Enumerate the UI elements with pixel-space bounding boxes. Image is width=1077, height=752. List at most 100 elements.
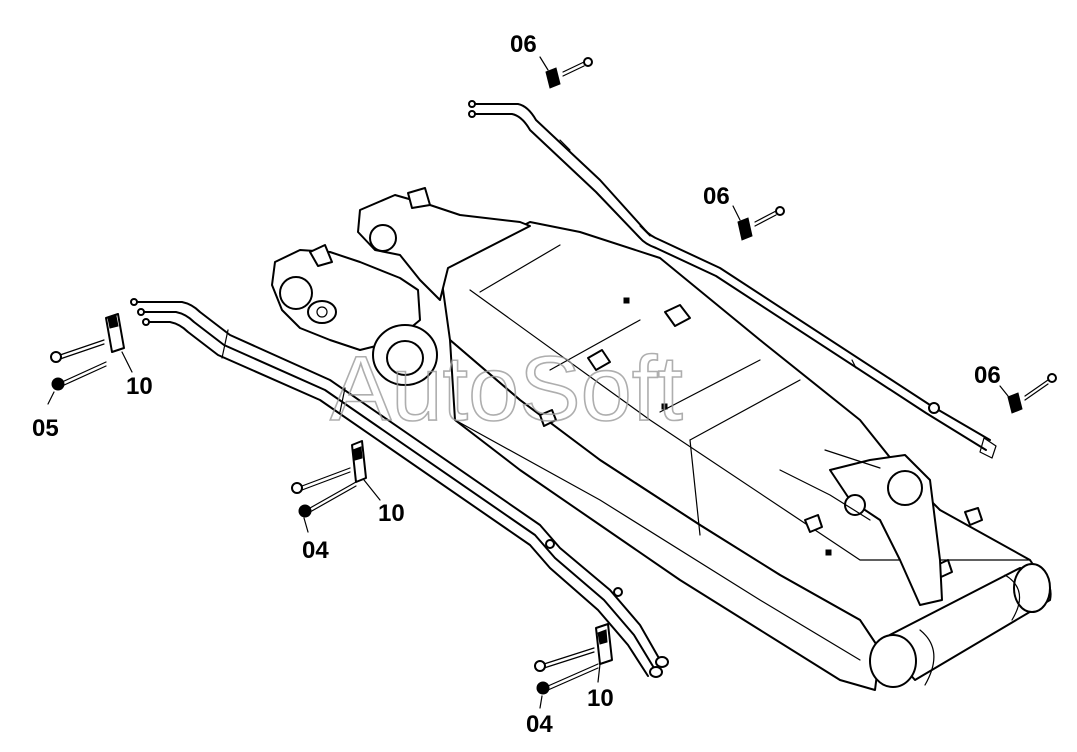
bolt bbox=[547, 663, 599, 687]
bolt bbox=[543, 651, 595, 669]
bolt-head bbox=[775, 206, 785, 216]
bolt-head-04 bbox=[536, 681, 550, 695]
bolt-head bbox=[291, 482, 303, 494]
boom-cross-line bbox=[549, 319, 641, 371]
arm-pin-hole bbox=[887, 470, 923, 506]
bolt-head bbox=[583, 57, 593, 67]
callout-06-mid: 06 bbox=[703, 183, 730, 210]
clamp-block bbox=[1007, 392, 1023, 414]
lower-pipe-line bbox=[130, 298, 669, 678]
pipe-clamp bbox=[545, 539, 555, 549]
boom-cross-line bbox=[659, 359, 761, 413]
bolt-head-04 bbox=[298, 504, 312, 518]
leader-line bbox=[121, 351, 133, 373]
clamp-06-right bbox=[999, 373, 1057, 414]
bolt bbox=[61, 365, 107, 387]
foot-boss-center bbox=[316, 306, 328, 318]
boom-side-plate bbox=[449, 339, 881, 691]
callout-10-bottom: 10 bbox=[587, 685, 614, 712]
clamp-10-left bbox=[47, 313, 133, 405]
bracket bbox=[539, 409, 557, 427]
pipe-end bbox=[468, 100, 476, 108]
pipe-end bbox=[468, 110, 476, 118]
bolt bbox=[754, 214, 777, 227]
bolt-head bbox=[1047, 373, 1057, 383]
leader-line bbox=[539, 56, 549, 71]
callout-04-bottom: 04 bbox=[526, 711, 553, 738]
clamp-block bbox=[545, 67, 561, 89]
pipe-end-fitting bbox=[649, 666, 663, 678]
callout-05: 05 bbox=[32, 415, 59, 442]
bracket bbox=[804, 514, 823, 533]
clamp-10-bottom bbox=[534, 623, 613, 709]
bolt bbox=[1024, 383, 1049, 401]
leader-line bbox=[999, 385, 1009, 397]
pipe-clamp-band bbox=[221, 329, 229, 359]
callout-06-right: 06 bbox=[974, 362, 1001, 389]
clamp-clip bbox=[352, 446, 363, 461]
clamp-block bbox=[737, 217, 753, 241]
bracket bbox=[587, 349, 611, 371]
bolt bbox=[301, 471, 351, 491]
leader-line bbox=[47, 391, 55, 405]
arm-pin-hole-small bbox=[844, 494, 866, 516]
pipe bbox=[469, 103, 991, 441]
bolt-head bbox=[50, 351, 62, 363]
rivet bbox=[623, 297, 630, 304]
bolt bbox=[59, 339, 105, 356]
bolt bbox=[309, 481, 357, 509]
pipe-end bbox=[137, 308, 145, 316]
leader-line bbox=[597, 663, 601, 683]
bolt bbox=[547, 667, 599, 691]
bolt-head bbox=[534, 660, 546, 672]
boom-assembly bbox=[271, 187, 1052, 691]
leader-line bbox=[363, 479, 381, 501]
clamp-clip bbox=[107, 315, 119, 329]
leader-line bbox=[539, 695, 543, 709]
pipe-clamp-band bbox=[339, 387, 346, 413]
pipe-clamp-band bbox=[639, 225, 651, 237]
bracket-rib bbox=[779, 469, 871, 521]
boom-seam-line bbox=[454, 419, 861, 661]
leader-line bbox=[303, 517, 309, 533]
bolt-head-05 bbox=[51, 377, 65, 391]
bolt bbox=[562, 65, 585, 77]
bolt bbox=[754, 210, 777, 223]
boom-cross-line bbox=[479, 244, 561, 293]
pipe-clamp-band bbox=[559, 139, 571, 151]
upper-pipe-line bbox=[468, 100, 997, 459]
clamp-clip bbox=[597, 629, 608, 645]
bolt bbox=[562, 61, 585, 73]
foot-tab-lower bbox=[309, 244, 333, 267]
bracket bbox=[964, 507, 983, 526]
rivet bbox=[661, 403, 668, 410]
clamp-10-center bbox=[291, 440, 381, 533]
watermark-text: AutoSoft bbox=[330, 338, 683, 440]
pipe bbox=[139, 311, 655, 669]
bracket bbox=[664, 304, 691, 327]
clamp-plate bbox=[595, 623, 613, 665]
foot-pin-hole-upper bbox=[369, 224, 397, 252]
callout-04-center: 04 bbox=[302, 537, 329, 564]
boom-head-ring bbox=[1004, 574, 1021, 621]
bolt bbox=[543, 647, 595, 665]
boom-seam-line-2 bbox=[469, 289, 1031, 561]
boom-cross-line bbox=[689, 379, 801, 441]
boom-cross-line bbox=[689, 439, 701, 536]
pipe bbox=[469, 113, 987, 451]
rivet bbox=[825, 549, 832, 556]
bolt bbox=[59, 343, 105, 360]
pipe-end bbox=[142, 318, 150, 326]
pipe-clamp bbox=[928, 402, 940, 414]
cylinder-boss-hole bbox=[386, 340, 424, 376]
boom-head-end bbox=[869, 634, 917, 688]
bracket-rib bbox=[824, 449, 881, 469]
clamp-06-top bbox=[539, 56, 593, 89]
leader-line bbox=[732, 205, 741, 221]
pipe-clamp bbox=[613, 587, 623, 597]
clamp-06-mid bbox=[732, 205, 785, 241]
bolt bbox=[301, 467, 351, 487]
pipe-clamp-band bbox=[851, 359, 857, 369]
foot-tab bbox=[407, 187, 431, 209]
pipe-end-fitting bbox=[979, 437, 997, 459]
